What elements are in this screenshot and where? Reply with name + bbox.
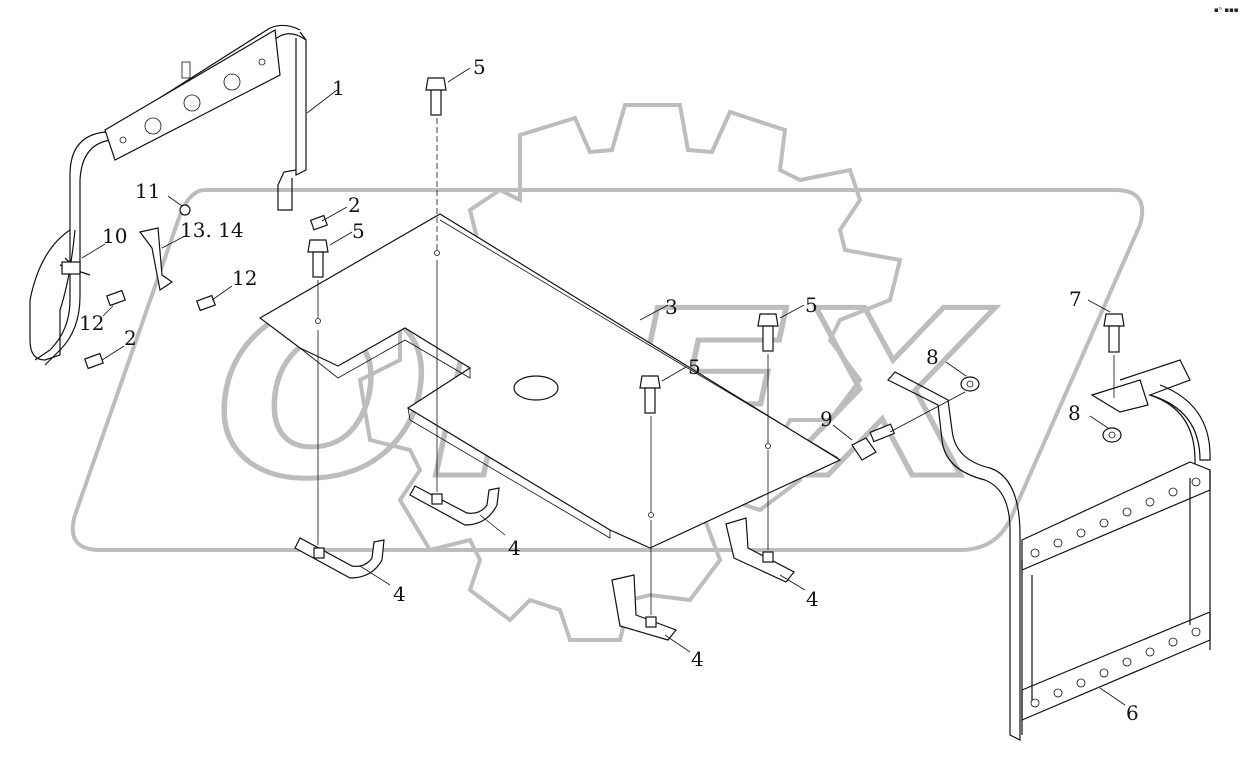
callout-5-a: 5 — [473, 55, 486, 79]
ladder-upper-holes — [1030, 477, 1201, 558]
bolt-2-lower — [84, 352, 104, 370]
callout-4-c: 4 — [691, 647, 704, 671]
callout-8-lower: 8 — [1068, 401, 1081, 425]
nut-8-upper — [960, 376, 980, 392]
ladder-lower-rail — [1021, 611, 1211, 721]
bolt-7 — [1103, 313, 1125, 353]
callout-10: 10 — [102, 224, 127, 248]
nut-11 — [179, 204, 191, 216]
bolt-5-d — [639, 375, 661, 414]
callout-5-c: 5 — [805, 293, 818, 317]
bolt-5-b — [307, 239, 329, 278]
bolt-2-upper — [309, 214, 328, 231]
bolt-5-c — [757, 313, 779, 352]
callout-4-a: 4 — [393, 582, 406, 606]
callout-1: 1 — [332, 76, 345, 100]
callout-4-b: 4 — [508, 536, 521, 560]
bolt-12-left — [106, 289, 126, 307]
callout-7: 7 — [1069, 287, 1082, 311]
corner-note: ▪ᴳ ▪▪▪ — [1214, 6, 1239, 14]
bracket-4-c — [611, 574, 677, 641]
callout-2-lower: 2 — [124, 326, 137, 350]
callout-8-upper: 8 — [926, 345, 939, 369]
ladder-lower-holes — [1030, 627, 1201, 708]
bolt-5-a — [425, 77, 447, 116]
callout-3: 3 — [665, 295, 678, 319]
bolt-9 — [851, 423, 896, 461]
callout-13-14: 13. 14 — [180, 218, 244, 242]
ladder-upper-rail — [1021, 461, 1211, 571]
nut-8-lower — [1102, 427, 1122, 443]
bracket-4-a — [294, 537, 385, 579]
part-3-floor-plate — [258, 213, 842, 549]
part-6-step-ladder — [887, 359, 1211, 741]
bracket-4-b — [409, 485, 500, 526]
callout-6: 6 — [1126, 701, 1139, 725]
bolt-12-right — [196, 294, 216, 312]
watermark-gear — [357, 103, 903, 642]
part-1-handrail-frame — [29, 24, 307, 366]
part-13-14-bracket — [138, 227, 174, 292]
callout-9: 9 — [820, 407, 833, 431]
callout-11: 11 — [135, 179, 160, 203]
callout-5-d: 5 — [688, 355, 701, 379]
callout-4-d: 4 — [806, 587, 819, 611]
callout-5-b: 5 — [352, 219, 365, 243]
callout-2-upper: 2 — [348, 193, 361, 217]
floor-plate-hole — [513, 375, 559, 401]
bracket-4-d — [725, 517, 795, 583]
callout-12-right: 12 — [232, 266, 257, 290]
callout-12-left: 12 — [79, 311, 104, 335]
